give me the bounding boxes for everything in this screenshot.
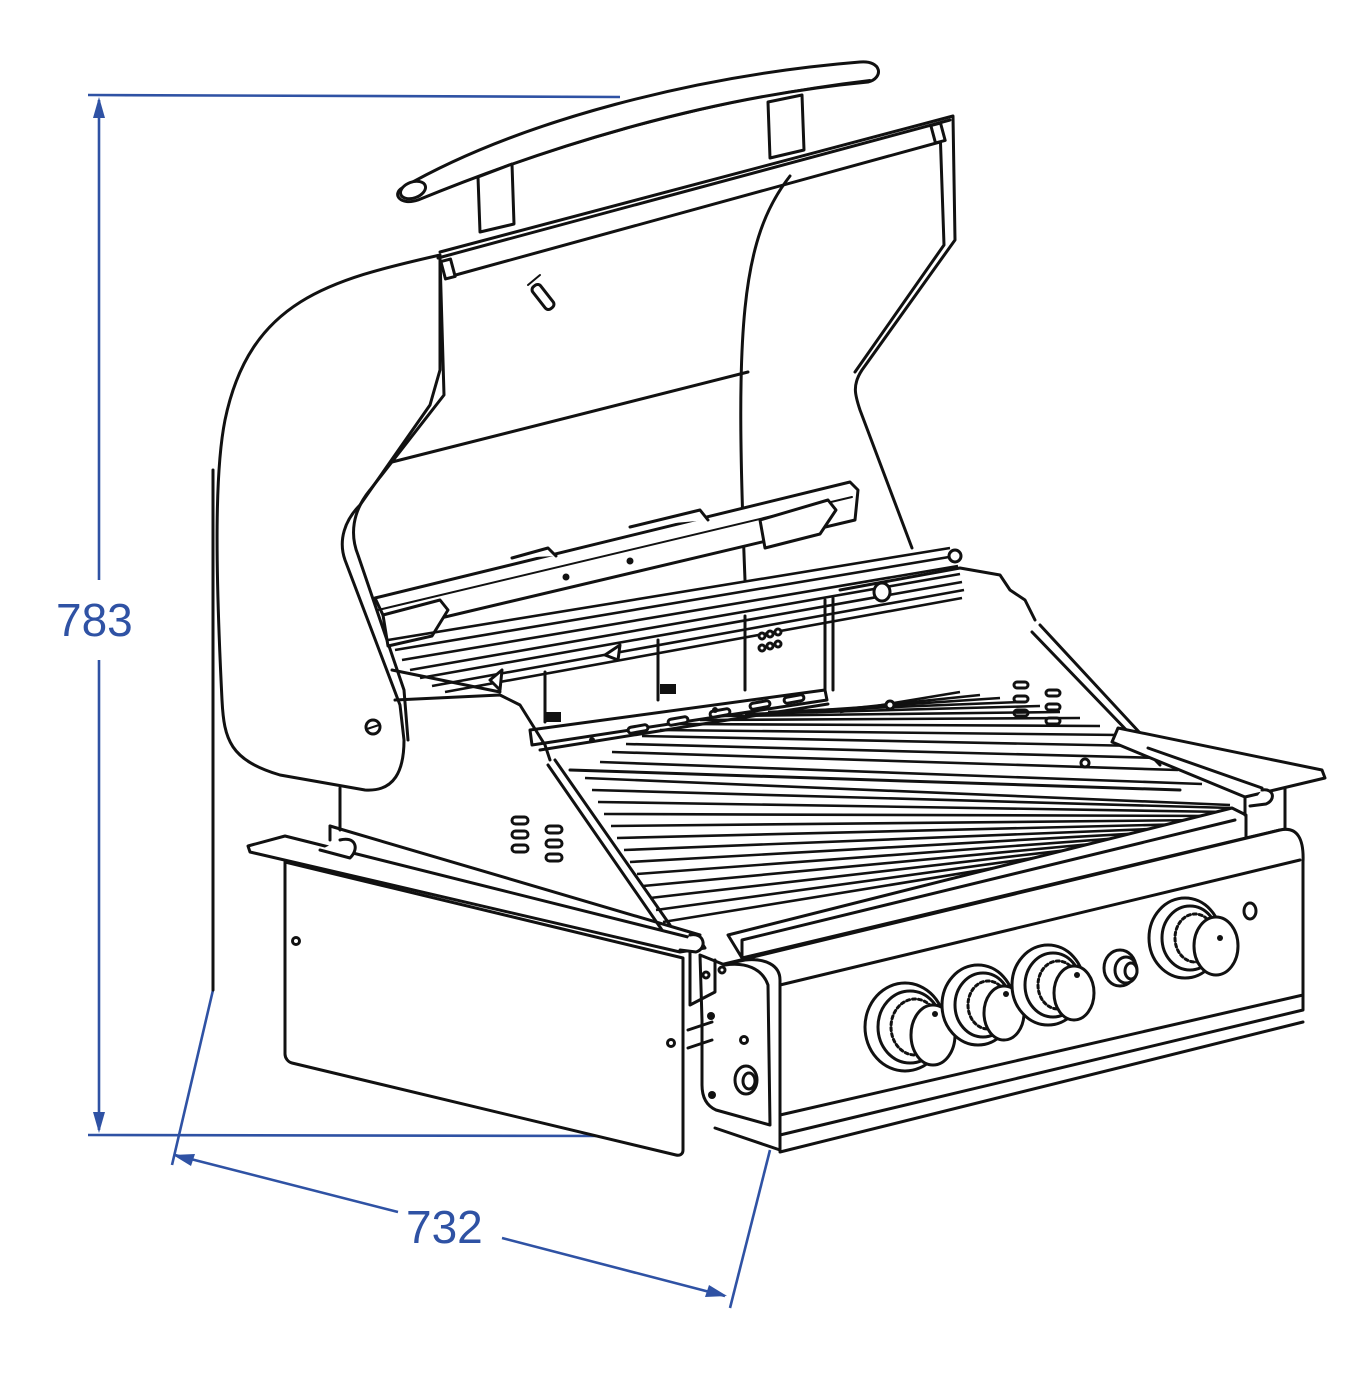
depth-label: 732 <box>406 1201 483 1253</box>
control-panel <box>713 827 1305 1154</box>
left-vent-slots <box>510 815 564 863</box>
firebox <box>393 566 1167 932</box>
height-label: 783 <box>56 594 133 646</box>
left-end-bracket <box>686 948 772 1127</box>
grill-lid <box>215 114 957 792</box>
depth-dimension: 732 <box>170 989 772 1309</box>
warming-rack-bars <box>387 546 965 694</box>
warming-rack <box>373 480 965 694</box>
control-knob-1[interactable] <box>863 981 957 1073</box>
back-vent-holes <box>757 627 783 653</box>
thermometer-icon <box>527 274 556 311</box>
cooking-grate-bars <box>584 690 1233 924</box>
cooking-grate <box>568 690 1233 924</box>
indicator-light-icon <box>1242 901 1258 921</box>
left-side-shell <box>211 468 342 992</box>
right-vent-slots <box>1012 680 1062 726</box>
arrow-left-icon <box>173 1154 195 1166</box>
igniter-button[interactable] <box>1102 948 1139 988</box>
right-side-shelf <box>1110 726 1327 834</box>
control-knob-4[interactable] <box>1147 896 1240 980</box>
arrow-right-icon <box>705 1285 727 1297</box>
lid-handle <box>396 60 880 234</box>
arrow-up-icon <box>93 97 105 118</box>
control-knob-3[interactable] <box>1010 943 1096 1027</box>
arrow-down-icon <box>93 1112 105 1133</box>
rack-bolt-icon <box>872 581 892 603</box>
height-dimension: 783 <box>56 93 621 1138</box>
left-side-panel <box>246 824 707 1157</box>
control-knob-2[interactable] <box>940 963 1026 1047</box>
